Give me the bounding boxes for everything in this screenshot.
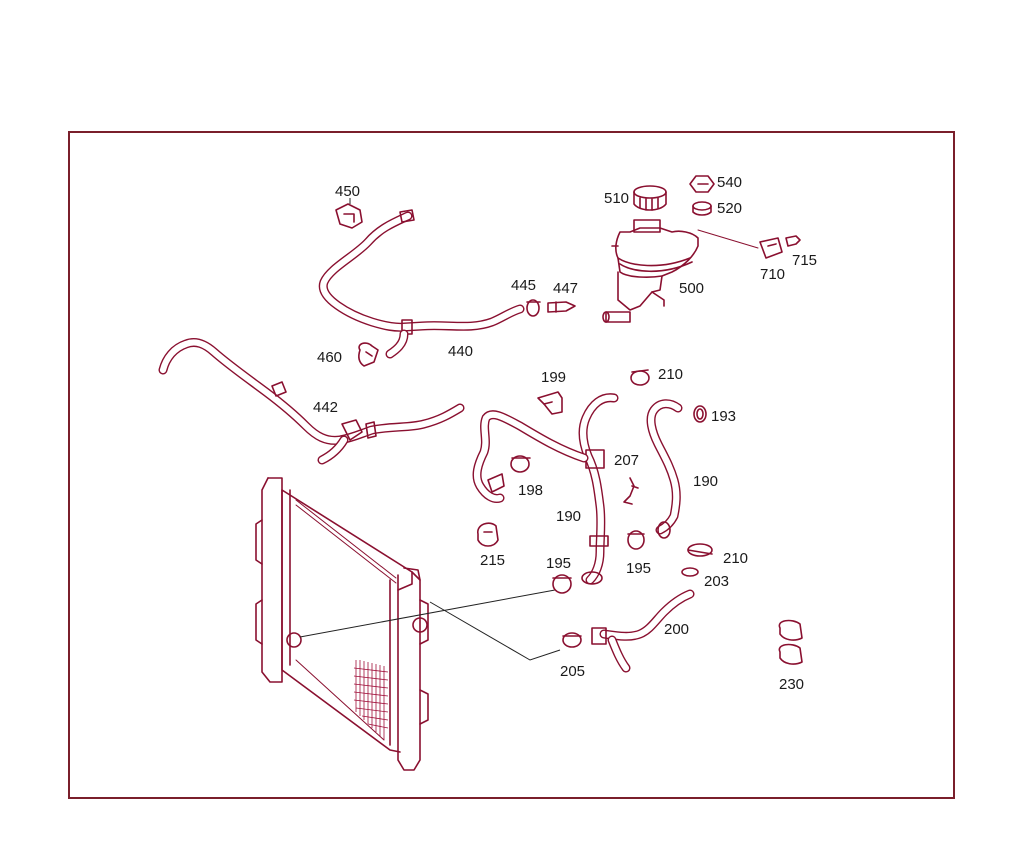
clamp-445 — [526, 299, 541, 317]
cap-510 — [633, 185, 667, 211]
hose-442 — [158, 337, 465, 465]
hose-440 — [318, 209, 525, 359]
callout-210-lower: 210 — [723, 550, 748, 567]
clamp-210-upper — [630, 369, 650, 386]
callout-190-right: 190 — [693, 473, 718, 490]
callout-193: 193 — [711, 408, 736, 425]
callout-230: 230 — [779, 676, 804, 693]
clamp-195-right — [627, 530, 645, 550]
connector-207 — [623, 477, 639, 505]
plug-715 — [785, 235, 801, 247]
diagram-frame — [68, 131, 955, 799]
hose-200 — [591, 589, 695, 673]
callout-198: 198 — [518, 482, 543, 499]
clamp-210-lower — [687, 543, 713, 557]
clamp-230 — [778, 619, 803, 665]
clip-450 — [335, 203, 363, 229]
connector-447 — [547, 301, 576, 313]
expansion-tank-500 — [602, 219, 759, 323]
hose-190-right — [646, 399, 683, 539]
hose-198 — [472, 410, 589, 503]
clamp-198 — [510, 455, 531, 473]
callout-203: 203 — [704, 573, 729, 590]
callout-210-upper: 210 — [658, 366, 683, 383]
callout-500: 500 — [679, 280, 704, 297]
callout-540: 540 — [717, 174, 742, 191]
clamp-195-left — [552, 574, 572, 594]
callout-510: 510 — [604, 190, 629, 207]
callout-715: 715 — [792, 252, 817, 269]
callout-199: 199 — [541, 369, 566, 386]
callout-215: 215 — [480, 552, 505, 569]
radiator — [255, 477, 429, 771]
callout-520: 520 — [717, 200, 742, 217]
o-ring-203 — [681, 567, 699, 577]
callout-710: 710 — [760, 266, 785, 283]
radiator-fin-grid — [353, 660, 389, 740]
callout-200: 200 — [664, 621, 689, 638]
seal-520 — [692, 201, 712, 216]
callout-440: 440 — [448, 343, 473, 360]
o-ring-193 — [693, 405, 707, 423]
callout-195-right: 195 — [626, 560, 651, 577]
callout-205: 205 — [560, 663, 585, 680]
clip-460 — [358, 342, 379, 367]
callout-195-left: 195 — [546, 555, 571, 572]
callout-207: 207 — [614, 452, 639, 469]
callout-450: 450 — [335, 183, 360, 200]
clamp-199 — [537, 391, 563, 415]
clamp-205 — [562, 632, 582, 648]
callout-460: 460 — [317, 349, 342, 366]
callout-190-left: 190 — [556, 508, 581, 525]
callout-447: 447 — [553, 280, 578, 297]
clip-215 — [477, 522, 499, 547]
plug-540 — [689, 175, 715, 193]
hose-190-left — [578, 393, 619, 585]
sensor-710 — [759, 237, 783, 259]
callout-442: 442 — [313, 399, 338, 416]
callout-445: 445 — [511, 277, 536, 294]
